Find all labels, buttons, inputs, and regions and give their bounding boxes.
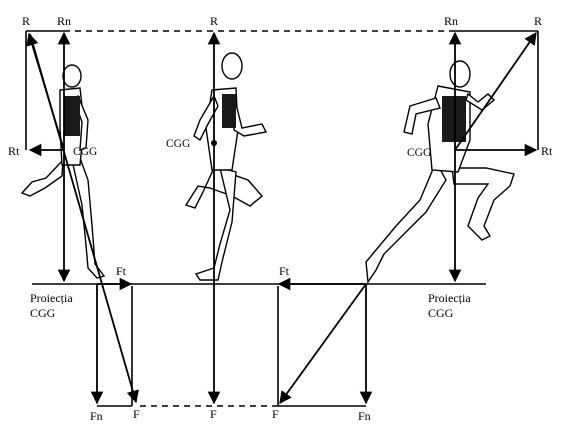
runner-figure-icon (365, 60, 515, 285)
label-f-right: F (272, 407, 279, 421)
label-r-right: R (534, 14, 542, 28)
runner-figure-icon (184, 52, 268, 281)
f-arrow (279, 283, 367, 405)
label-rn-left: Rn (57, 14, 71, 28)
runner-vest (442, 96, 466, 142)
r-arrow (454, 31, 537, 151)
label-proiectia-right: Proiecția (428, 291, 471, 305)
label-cgg-right: CGG (407, 147, 431, 159)
label-r-left: R (22, 14, 30, 28)
label-r-center: R (210, 14, 218, 28)
label-cgg-center: CGG (166, 138, 190, 150)
runner-vest (64, 96, 80, 136)
label-rt-right: Rt (541, 144, 553, 158)
label-f-center: F (210, 407, 217, 421)
label-fn-left: Fn (90, 409, 103, 423)
label-proiectia-cgg-left: CGG (30, 306, 56, 320)
label-cgg-left: CGG (73, 146, 97, 158)
label-proiectia-cgg-right: CGG (428, 306, 454, 320)
label-ft-left: Ft (116, 264, 127, 278)
runner-vest (222, 94, 236, 128)
label-ft-right: Ft (279, 264, 290, 278)
label-rt-left: Rt (8, 144, 20, 158)
label-fn-right: Fn (358, 409, 371, 423)
label-rn-right: Rn (444, 14, 458, 28)
label-proiectia-left: Proiecția (30, 291, 73, 305)
label-f-left: F (133, 407, 140, 421)
